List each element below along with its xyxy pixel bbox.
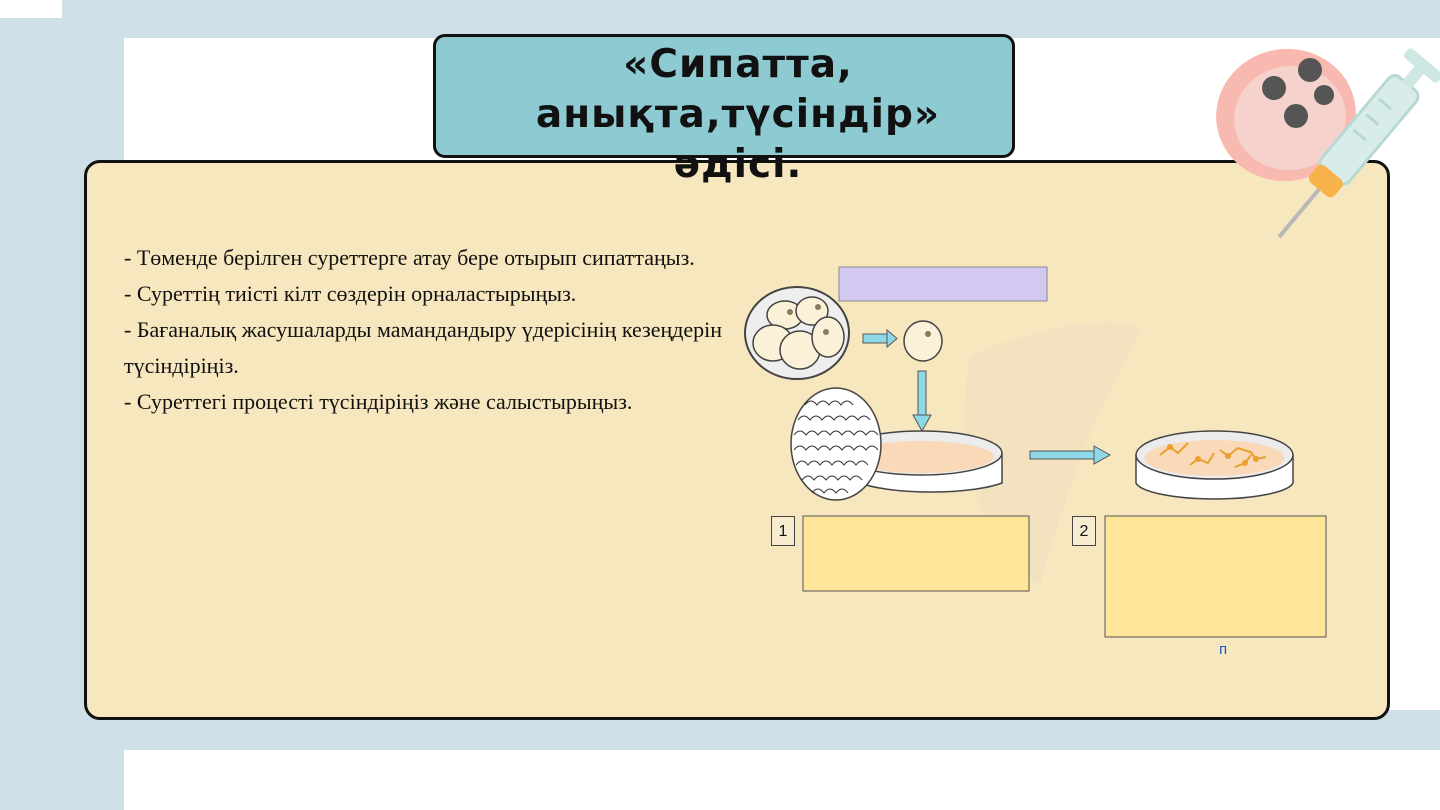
arrow-down-icon <box>912 370 932 433</box>
instruction-item: - Бағаналық жасушаларды мамандандыру үде… <box>124 317 723 378</box>
petri-dish-icon <box>839 430 1003 493</box>
cell-layer-icon <box>790 387 882 501</box>
title-line-2: анықта,түсіндір» <box>535 92 941 137</box>
instruction-item: - Төменде берілген суреттерге атау бере … <box>124 245 695 270</box>
answer-box-1 <box>802 515 1030 592</box>
title-line-3: әдісі. <box>673 142 803 187</box>
instruction-item: - Суреттегі процесті түсіндіріңіз және с… <box>124 389 633 414</box>
instructions-list: - Төменде берілген суреттерге атау бере … <box>124 240 724 420</box>
step-number-2: 2 <box>1072 516 1096 546</box>
petri-dish-differentiated-icon <box>1135 430 1294 500</box>
top-label-box <box>838 266 1048 302</box>
title-banner <box>433 34 1015 158</box>
arrow-right-icon <box>862 328 898 349</box>
instruction-item: - Суреттің тиісті кілт сөздерін орналаст… <box>124 281 577 306</box>
virus-syringe-illustration <box>1216 48 1440 239</box>
stem-cell-diagram <box>744 266 1327 638</box>
syringe-icon <box>1277 48 1440 239</box>
single-cell-icon <box>903 320 943 362</box>
arrow-right-icon <box>1029 445 1112 465</box>
step-number-1: 1 <box>771 516 795 546</box>
stray-mark: п <box>1219 641 1228 658</box>
answer-box-2 <box>1104 515 1327 638</box>
background-strip-top <box>62 0 1440 38</box>
slide-title: «Сипатта, анықта,түсіндір» әдісі. <box>433 40 1043 190</box>
title-line-1: «Сипатта, <box>623 42 853 87</box>
embryo-cluster-icon <box>744 286 850 380</box>
